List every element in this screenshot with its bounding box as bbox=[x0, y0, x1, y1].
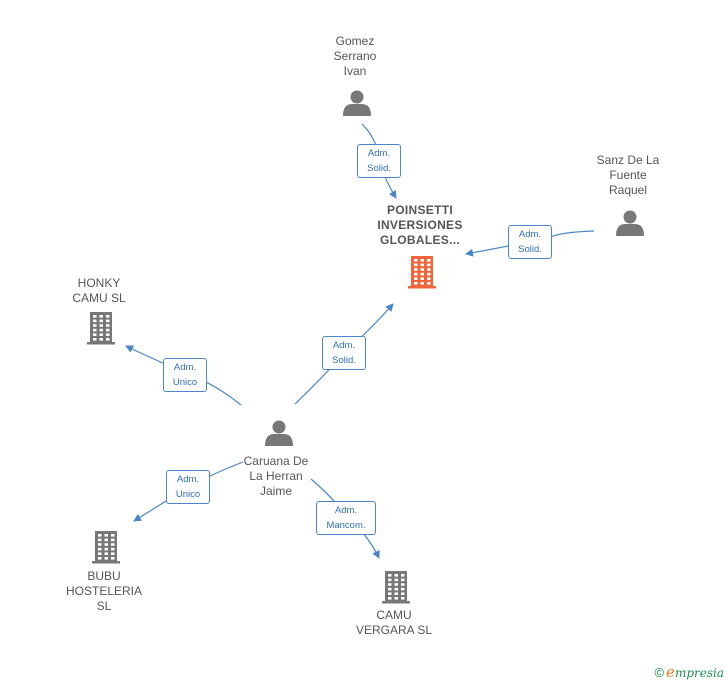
building-icon-camu[interactable] bbox=[382, 571, 410, 604]
edge-label-caruana-to-poinsetti[interactable]: Adm. Solid. bbox=[322, 336, 366, 370]
building-icon-bubu[interactable] bbox=[92, 531, 120, 564]
node-label-gomez[interactable]: Gomez Serrano Ivan bbox=[333, 34, 377, 78]
person-icon-sanz[interactable] bbox=[616, 210, 644, 237]
edge-label-sanz-to-poinsetti[interactable]: Adm. Solid. bbox=[508, 225, 552, 259]
node-label-bubu[interactable]: BUBU HOSTELERIA SL bbox=[65, 569, 143, 613]
brand-name: mpresia bbox=[674, 666, 724, 680]
edge-label-caruana-to-camu[interactable]: Adm. Mancom. bbox=[316, 501, 376, 535]
edge-label-gomez-to-poinsetti[interactable]: Adm. Solid. bbox=[357, 144, 401, 178]
footer-brand[interactable]: ©empresia bbox=[654, 663, 724, 681]
person-icon-caruana[interactable] bbox=[265, 420, 293, 447]
building-icon-poinsetti[interactable] bbox=[408, 256, 436, 289]
edge-label-caruana-to-bubu[interactable]: Adm. Unico bbox=[166, 470, 210, 504]
node-label-caruana[interactable]: Caruana De La Herran Jaime bbox=[243, 454, 309, 498]
node-label-sanz[interactable]: Sanz De La Fuente Raquel bbox=[596, 153, 660, 197]
node-label-poinsetti[interactable]: POINSETTI INVERSIONES GLOBALES... bbox=[377, 203, 463, 247]
node-label-honky[interactable]: HONKY CAMU SL bbox=[72, 276, 126, 305]
building-icon-honky[interactable] bbox=[87, 312, 115, 345]
edge-label-caruana-to-honky[interactable]: Adm. Unico bbox=[163, 358, 207, 392]
person-icon-gomez[interactable] bbox=[343, 90, 371, 117]
node-label-camu[interactable]: CAMU VERGARA SL bbox=[355, 608, 433, 637]
brand-initial: e bbox=[666, 663, 675, 681]
icons-layer bbox=[87, 90, 644, 604]
copyright-symbol: © bbox=[654, 665, 665, 680]
